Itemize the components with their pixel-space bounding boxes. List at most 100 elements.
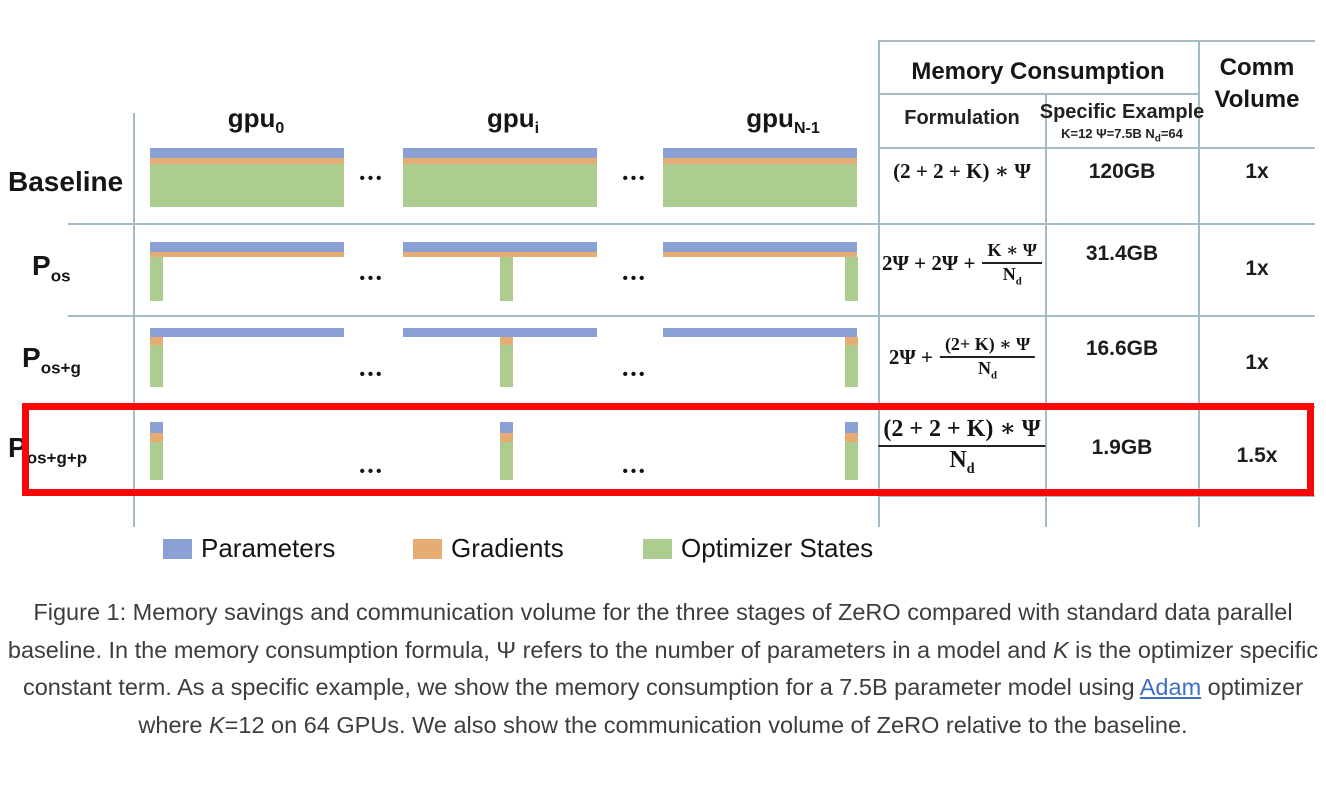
posg-gpui-gradients-bar: [500, 337, 513, 345]
example-posg: 16.6GB: [1085, 337, 1159, 360]
gpui-column-header: gpui: [486, 103, 540, 138]
table-divider-example-comm: [1198, 40, 1200, 527]
comm-pos: 1x: [1245, 257, 1269, 280]
baseline-gpui-optimizer-bar: [403, 164, 597, 207]
gradients-swatch-icon: [413, 538, 442, 559]
pos-gpui-gradients-bar: [403, 252, 597, 257]
ellipsis: •••: [622, 270, 648, 287]
table-divider-formulation-example: [1045, 93, 1047, 527]
posgp-gpuN1-gradients-bar: [845, 433, 858, 442]
example-pos: 31.4GB: [1085, 242, 1159, 265]
gpu0-column-header: gpu0: [227, 103, 285, 138]
parameters-swatch-icon: [163, 538, 192, 559]
caption-text: optimizer where: [138, 674, 1304, 738]
table-border-bottom: [878, 495, 1315, 497]
pos-gpui-optimizer-bar: [500, 257, 513, 301]
legend-label: Optimizer States: [681, 533, 874, 563]
posgp-gpu0-parameters-bar: [150, 422, 163, 433]
pos-gpuN1-optimizer-bar: [845, 257, 858, 301]
pos-gpuN1-gradients-bar: [663, 252, 857, 257]
table-border-top: [878, 40, 1315, 42]
baseline-gpuN1-optimizer-bar: [663, 164, 857, 207]
ellipsis: •••: [359, 463, 385, 480]
baseline-gpuN1-gradients-bar: [663, 158, 857, 164]
pos-gpu0-optimizer-bar: [150, 257, 163, 301]
figure-caption: Figure 1: Memory savings and communicati…: [0, 594, 1326, 744]
comm-header-line1: Comm: [1219, 54, 1295, 81]
caption-text: =12 on 64 GPUs. We also show the communi…: [224, 711, 1188, 738]
memory-consumption-header: Memory Consumption: [911, 58, 1165, 85]
row-label-pos: Pos: [32, 250, 71, 286]
ellipsis: •••: [359, 170, 385, 187]
baseline-gpu0-parameters-bar: [150, 148, 344, 158]
row-label-baseline: Baseline: [8, 166, 124, 197]
adam-link[interactable]: Adam: [1139, 674, 1202, 701]
specific-example-column-header: Specific Example: [1039, 101, 1205, 123]
posg-gpuN1-gradients-bar: [845, 337, 858, 345]
row-label-posg: Pos+g: [22, 342, 81, 378]
table-border-left: [878, 40, 880, 527]
posg-gpu0-gradients-bar: [150, 337, 163, 345]
table-divider-header-rows: [878, 147, 1315, 149]
posgp-gpuN1-optimizer-bar: [845, 442, 858, 480]
posgp-gpu0-optimizer-bar: [150, 442, 163, 480]
ellipsis: •••: [359, 366, 385, 383]
baseline-gpui-parameters-bar: [403, 148, 597, 158]
comm-posgp: 1.5x: [1236, 444, 1278, 467]
ellipsis: •••: [622, 170, 648, 187]
posg-gpuN1-parameters-bar: [663, 328, 857, 337]
example-posgp: 1.9GB: [1091, 436, 1153, 459]
caption-italic-k: K: [208, 711, 225, 738]
legend-label: Parameters: [201, 533, 336, 563]
pos-gpuN1-parameters-bar: [663, 242, 857, 252]
formula-baseline: (2 + 2 + K) ∗ Ψ: [893, 159, 1031, 183]
highlight-box-posgp-row: [22, 403, 1314, 496]
ellipsis: •••: [359, 270, 385, 287]
posgp-gpui-optimizer-bar: [500, 442, 513, 480]
posg-gpu0-optimizer-bar: [150, 345, 163, 387]
legend-item-gradients: Gradients: [413, 533, 564, 564]
pos-gpu0-parameters-bar: [150, 242, 344, 252]
row-divider-pos: [68, 315, 1315, 317]
gpuN1-column-header: gpuN-1: [746, 103, 820, 138]
posgp-gpui-gradients-bar: [500, 433, 513, 442]
pos-gpui-parameters-bar: [403, 242, 597, 252]
row-divider-baseline: [68, 223, 1315, 225]
example-baseline: 120GB: [1088, 160, 1156, 183]
comm-volume-header: Comm Volume: [1215, 52, 1300, 117]
baseline-gpuN1-parameters-bar: [663, 148, 857, 158]
caption-italic-k: K: [1052, 636, 1069, 663]
optimizer-states-swatch-icon: [643, 538, 672, 559]
legend-item-parameters: Parameters: [163, 533, 335, 564]
caption-text: Figure 1: Memory savings and communicati…: [7, 599, 1293, 663]
posgp-gpui-parameters-bar: [500, 422, 513, 433]
posg-gpuN1-optimizer-bar: [845, 345, 858, 387]
posg-gpu0-parameters-bar: [150, 328, 344, 337]
formulation-column-header: Formulation: [904, 107, 1020, 129]
volume-header-line2: Volume: [1214, 86, 1300, 114]
ellipsis: •••: [622, 463, 648, 480]
legend-item-optimizer-states: Optimizer States: [643, 533, 873, 564]
baseline-gpu0-gradients-bar: [150, 158, 344, 164]
table-divider-memory-header: [878, 93, 1200, 95]
ellipsis: •••: [622, 366, 648, 383]
posgp-gpu0-gradients-bar: [150, 433, 163, 442]
baseline-gpu0-optimizer-bar: [150, 164, 344, 207]
comm-posg: 1x: [1245, 351, 1269, 374]
diagram-axis-line: [133, 113, 135, 527]
posgp-gpuN1-parameters-bar: [845, 422, 858, 433]
comm-baseline: 1x: [1245, 160, 1269, 183]
specific-example-conditions: K=12 Ψ=7.5B Nd=64: [1061, 126, 1183, 145]
baseline-gpui-gradients-bar: [403, 158, 597, 164]
legend-label: Gradients: [451, 533, 564, 563]
caption-text: is the optimizer specific constant term.…: [22, 636, 1319, 701]
posg-gpui-optimizer-bar: [500, 345, 513, 387]
pos-gpu0-gradients-bar: [150, 252, 344, 257]
